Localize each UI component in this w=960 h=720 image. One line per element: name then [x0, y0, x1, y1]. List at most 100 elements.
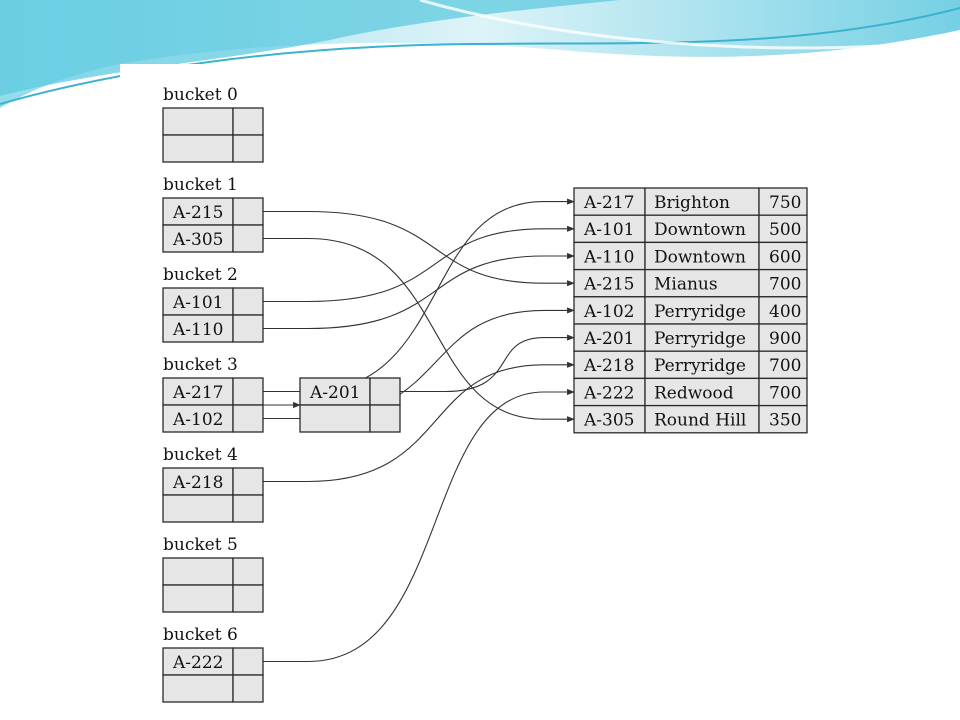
bucket-pointer-cell	[232, 584, 264, 613]
overflow-pointer-cell	[369, 404, 401, 433]
record-branch-cell	[644, 241, 760, 271]
bucket-5: bucket 5	[162, 535, 264, 613]
pointer-arrow	[385, 334, 575, 393]
bucket-entry: A-305	[172, 230, 223, 250]
bucket-entry: A-222	[172, 653, 223, 673]
bucket-pointer-cell	[232, 287, 264, 316]
record-branch: Perryridge	[654, 329, 746, 349]
bucket-entry: A-215	[172, 203, 223, 223]
overflow-key-cell	[299, 404, 371, 433]
bucket-entry: A-218	[172, 473, 223, 493]
record-branch-cell	[644, 187, 760, 216]
record-account: A-217	[583, 193, 634, 213]
record-branch-cell	[644, 404, 760, 434]
record-branch: Downtown	[654, 220, 746, 240]
bucket-key-cell	[162, 224, 234, 253]
record-row: A-217 Brighton 750	[573, 187, 808, 216]
pointer-arrow	[248, 237, 575, 423]
record-balance-cell	[758, 187, 808, 216]
bucket-pointer-cell	[232, 134, 264, 163]
record-balance-cell	[758, 214, 808, 244]
record-row: A-218 Perryridge 700	[573, 350, 808, 380]
record-balance: 400	[769, 302, 801, 322]
record-balance-cell	[758, 323, 808, 352]
bucket-pointer-cell	[232, 314, 264, 343]
record-account: A-102	[583, 302, 634, 322]
record-account-cell	[573, 350, 646, 380]
record-account: A-218	[583, 356, 634, 376]
bucket-pointer-cell	[232, 404, 264, 433]
record-row: A-102 Perryridge 400	[573, 296, 808, 325]
record-balance: 700	[769, 275, 801, 295]
bucket-key-cell	[162, 674, 234, 703]
record-balance: 350	[769, 411, 801, 431]
record-balance: 750	[769, 193, 801, 213]
bucket-label: bucket 0	[163, 85, 238, 105]
bucket-pointer-cell	[232, 674, 264, 703]
bucket-4: bucket 4A-218	[162, 445, 264, 523]
bucket-key-cell	[162, 584, 234, 613]
record-branch: Downtown	[654, 247, 746, 267]
record-branch: Perryridge	[654, 356, 746, 376]
bucket-pointer-cell	[232, 467, 264, 496]
bucket-pointer-cell	[232, 647, 264, 676]
record-balance-cell	[758, 350, 808, 380]
bucket-pointer-cell	[232, 557, 264, 586]
header-wave-band	[0, 0, 620, 96]
bucket-label: bucket 3	[163, 355, 238, 375]
pointer-arrow	[248, 307, 575, 420]
pointer-arrow	[248, 210, 575, 287]
bucket-key-cell	[162, 377, 234, 406]
bucket-label: bucket 2	[163, 265, 238, 285]
bucket-0: bucket 0	[162, 85, 264, 163]
record-account: A-305	[583, 411, 634, 431]
pointer-arrows	[248, 198, 575, 663]
record-balance-cell	[758, 404, 808, 434]
record-balance: 700	[769, 383, 801, 403]
bucket-label: bucket 6	[163, 625, 238, 645]
record-branch: Perryridge	[654, 302, 746, 322]
bucket-key-cell	[162, 107, 234, 136]
pointer-arrow	[248, 225, 575, 303]
bucket-pointer-cell	[232, 107, 264, 136]
record-branch-cell	[644, 296, 760, 325]
pointer-arrow	[248, 388, 575, 663]
record-branch: Brighton	[654, 193, 730, 213]
record-account: A-201	[583, 329, 634, 349]
record-balance: 900	[769, 329, 801, 349]
record-account: A-110	[583, 247, 634, 267]
record-balance: 700	[769, 356, 801, 376]
bucket-pointer-cell	[232, 197, 264, 226]
record-branch-cell	[644, 214, 760, 244]
record-account: A-101	[583, 220, 634, 240]
bucket-label: bucket 5	[163, 535, 238, 555]
record-account-cell	[573, 268, 646, 298]
bucket-key-cell	[162, 404, 234, 433]
record-balance-cell	[758, 377, 808, 407]
bucket-key-cell	[162, 557, 234, 586]
bucket-6: bucket 6 A-222	[162, 625, 264, 703]
overflow-pointer-cell	[369, 377, 401, 406]
bucket-entry: A-217	[172, 383, 223, 403]
record-balance-cell	[758, 241, 808, 271]
record-account: A-215	[583, 275, 634, 295]
record-account: A-222	[583, 383, 634, 403]
record-row: A-201 Perryridge 900	[573, 323, 808, 352]
record-account-cell	[573, 241, 646, 271]
record-branch-cell	[644, 377, 760, 407]
overflow-entry: A-201	[309, 383, 360, 403]
bucket-entry: A-101	[172, 293, 223, 313]
bucket-entry: A-102	[172, 410, 223, 430]
record-branch: Redwood	[654, 383, 734, 403]
bucket-pointer-cell	[232, 377, 264, 406]
bucket-label: bucket 1	[163, 175, 238, 195]
bucket-key-cell	[162, 134, 234, 163]
